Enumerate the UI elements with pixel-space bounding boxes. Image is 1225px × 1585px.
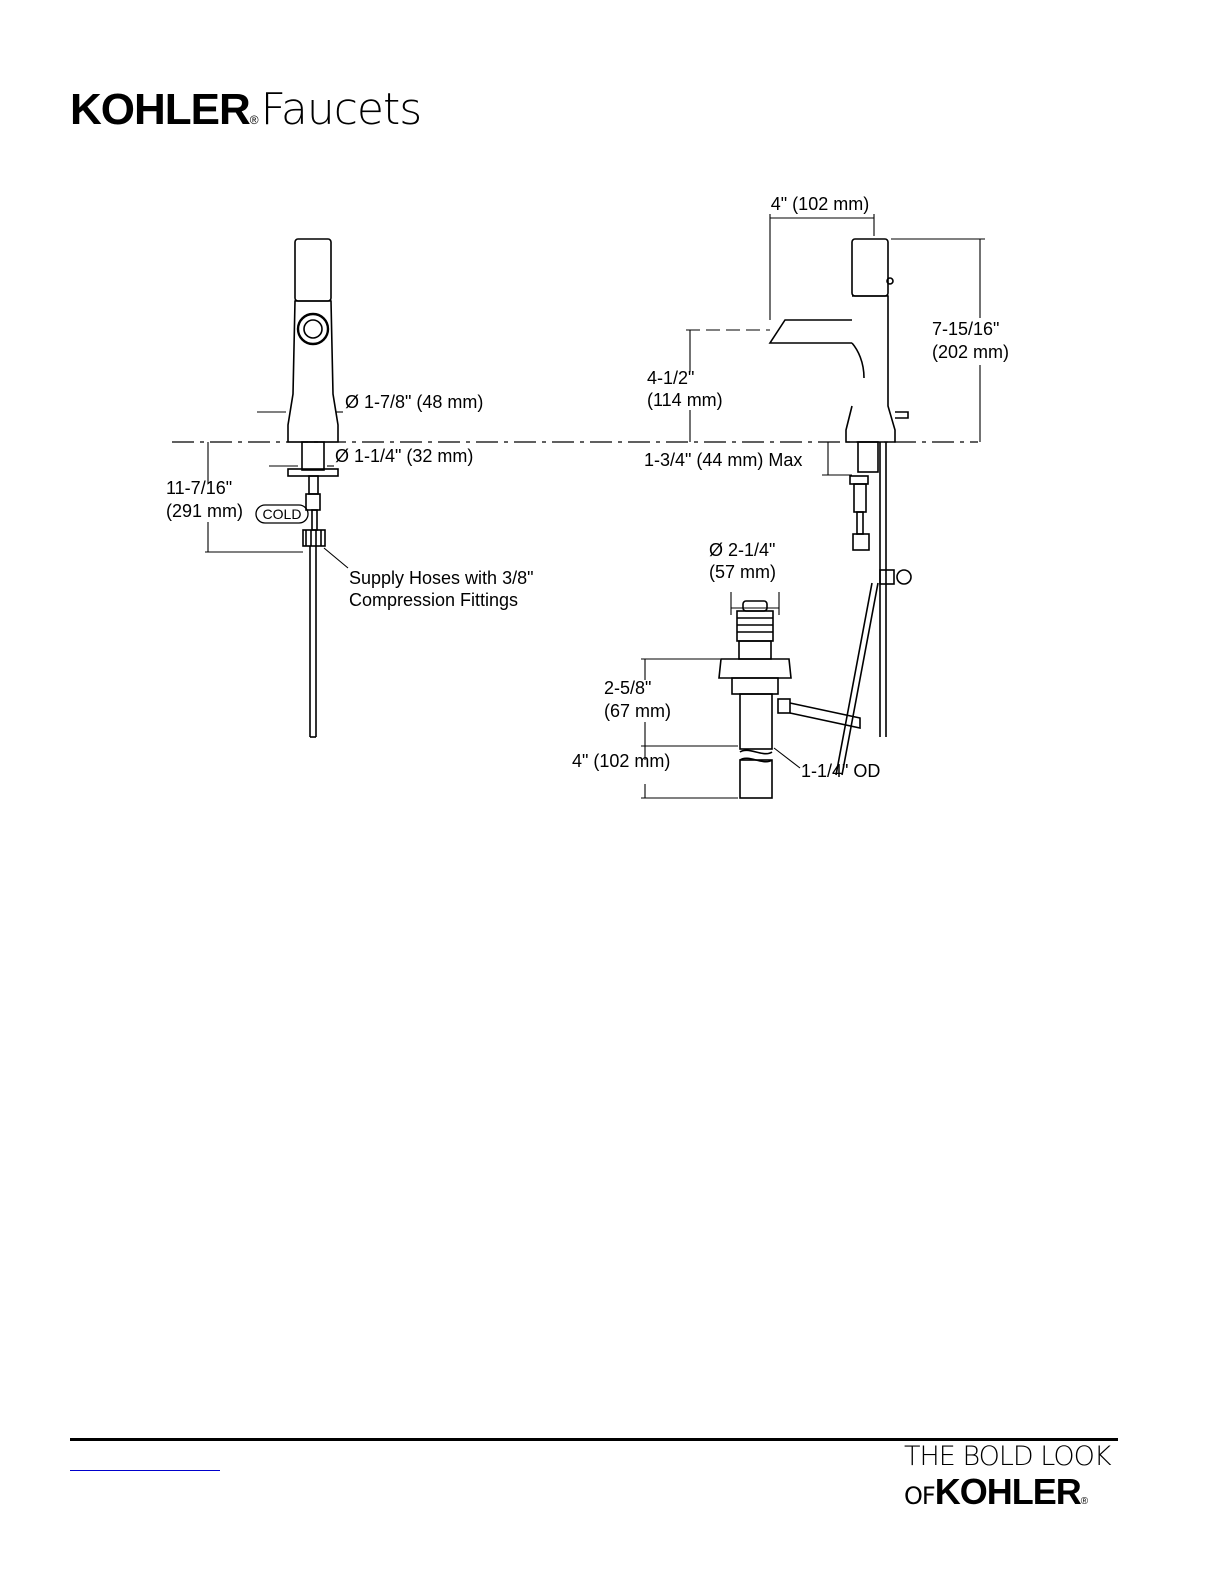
footer-link[interactable] [70,1470,220,1471]
supply-hoses-note-1: Supply Hoses with 3/8" [349,568,533,588]
tagline-registered-mark: ® [1081,1496,1088,1507]
spout-height-label-1: 4-1/2" [647,368,694,388]
bold-look-logo: THE BOLD LOOK OFKOHLER® [904,1443,1111,1510]
side-view-faucet [770,239,911,775]
overall-height-label-2: (202 mm) [932,342,1009,362]
cold-tag-label: COLD [263,506,302,522]
max-deck-thickness-label: 1-3/4" (44 mm) Max [644,450,802,470]
tailpiece-length-label: 4" (102 mm) [572,751,670,771]
below-deck-height-label-1: 11-7/16" [166,478,232,498]
drain-flange-diameter-label-1: Ø 2-1/4" [709,540,775,560]
tailpiece-od-label: 1-1/4" OD [801,761,880,781]
spout-height-label-2: (114 mm) [647,390,723,410]
tagline-line1: THE BOLD LOOK [904,1443,1111,1470]
drain-flange-diameter-label-2: (57 mm) [709,562,776,582]
front-view-faucet [288,239,338,737]
base-diameter-label: Ø 1-7/8" (48 mm) [345,392,483,412]
below-deck-height-label-2: (291 mm) [166,501,243,521]
tagline-of: OF [904,1482,935,1510]
supply-hoses-note-2: Compression Fittings [349,590,518,610]
overall-height-label-1: 7-15/16" [932,319,999,339]
spout-reach-label: 4" (102 mm) [771,194,869,214]
drain-body-length-label-2: (67 mm) [604,701,671,721]
shank-diameter-label: Ø 1-1/4" (32 mm) [335,446,473,466]
drain-body-length-label-1: 2-5/8" [604,678,651,698]
tagline-brand: KOHLER [935,1471,1081,1512]
